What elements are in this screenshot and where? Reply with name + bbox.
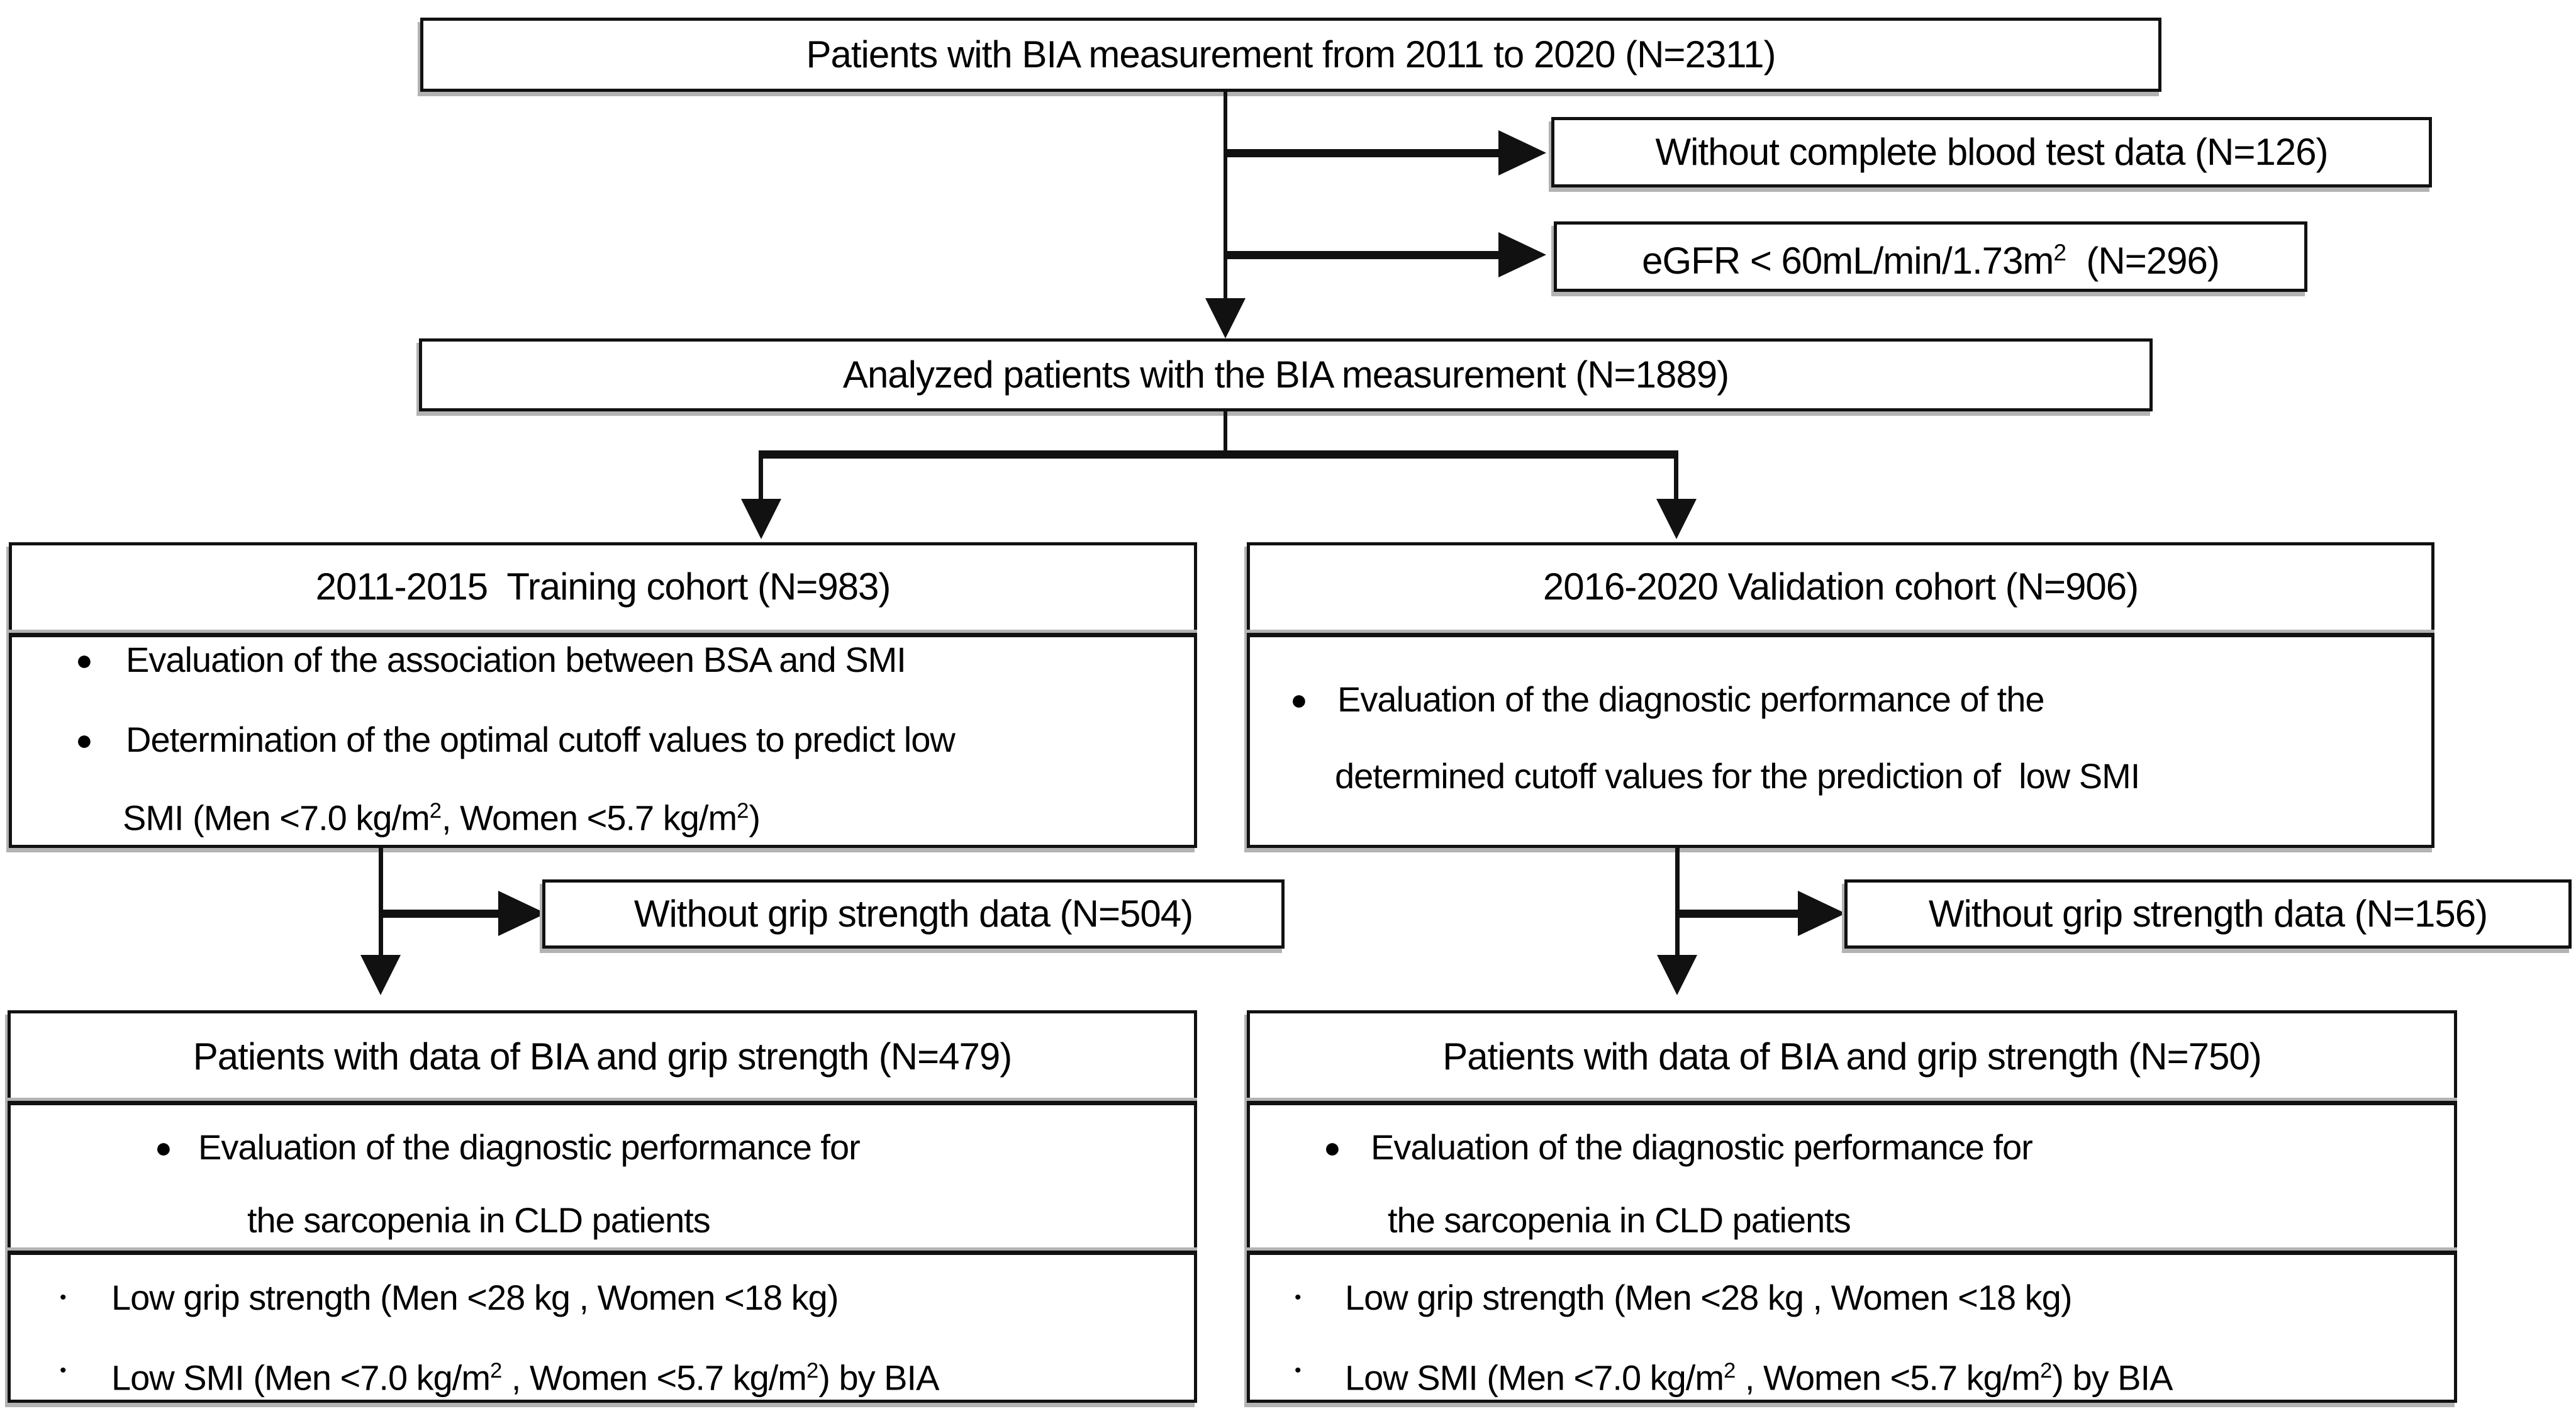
training-smi-superscript-1: 2 bbox=[429, 799, 442, 823]
arrowhead-excl-grip-validation bbox=[1798, 891, 1846, 936]
arrowhead-into-final-validation bbox=[1657, 955, 1697, 995]
excl-grip-training-label: Without grip strength data (N=504) bbox=[633, 893, 1193, 935]
arrowhead-excl-grip-training bbox=[498, 891, 546, 936]
connector-validation-exit-line bbox=[1675, 848, 1680, 959]
final-training-item-2: Low SMI (Men <7.0 kg/m2 , Women <5.7 kg/… bbox=[111, 1351, 939, 1398]
final-training-divider-2 bbox=[8, 1251, 1197, 1255]
arrowhead-into-validation bbox=[1656, 499, 1697, 539]
connector-excl-grip-validation-line bbox=[1675, 910, 1798, 918]
validation-divider bbox=[1247, 633, 2434, 637]
box-initial-patients: Patients with BIA measurement from 2011 … bbox=[420, 18, 2161, 92]
excl-egfr-superscript: 2 bbox=[2053, 239, 2067, 265]
box-excl-grip-validation: Without grip strength data (N=156) bbox=[1844, 879, 2572, 949]
bullet-icon: ● bbox=[75, 723, 93, 756]
connector-initial-to-analyzed-line bbox=[1224, 92, 1227, 303]
box-validation-cohort: 2016-2020 Validation cohort (N=906) ● Ev… bbox=[1247, 542, 2434, 848]
box-final-training: Patients with data of BIA and grip stren… bbox=[8, 1010, 1197, 1403]
training-cohort-title: 2011-2015 Training cohort (N=983) bbox=[315, 566, 891, 608]
final-validation-bullet-line-2: the sarcopenia in CLD patients bbox=[1388, 1200, 1851, 1240]
final-validation-smi-text-1: Low SMI (Men <7.0 kg/m bbox=[1345, 1357, 1724, 1398]
training-bullet-2-line-1: Determination of the optimal cutoff valu… bbox=[126, 720, 956, 759]
final-training-title: Patients with data of BIA and grip stren… bbox=[192, 1035, 1012, 1078]
training-smi-superscript-2: 2 bbox=[737, 799, 749, 823]
box-analyzed-patients: Analyzed patients with the BIA measureme… bbox=[419, 338, 2153, 411]
box-final-validation: Patients with data of BIA and grip stren… bbox=[1247, 1010, 2457, 1403]
connector-excl-grip-training-line bbox=[379, 910, 498, 918]
final-validation-smi-superscript-2: 2 bbox=[2039, 1359, 2053, 1383]
connector-excl-egfr-line bbox=[1225, 251, 1498, 259]
final-training-bullet-line-2: the sarcopenia in CLD patients bbox=[247, 1200, 711, 1240]
arrowhead-into-training bbox=[741, 499, 781, 539]
connector-validation-drop-line bbox=[1674, 459, 1678, 503]
training-divider bbox=[9, 633, 1197, 637]
dot-icon: • bbox=[1295, 1360, 1302, 1381]
validation-bullet-1-line-1: Evaluation of the diagnostic performance… bbox=[1337, 679, 2045, 719]
final-training-smi-superscript-1: 2 bbox=[490, 1359, 503, 1383]
final-validation-item-1: Low grip strength (Men <28 kg , Women <1… bbox=[1345, 1278, 2072, 1317]
training-smi-text-1: SMI (Men <7.0 kg/m bbox=[123, 798, 430, 838]
final-validation-item-2: Low SMI (Men <7.0 kg/m2 , Women <5.7 kg/… bbox=[1345, 1351, 2173, 1398]
box-excl-egfr: eGFR < 60mL/min/1.73m2 (N=296) bbox=[1554, 221, 2307, 292]
final-validation-divider-1 bbox=[1247, 1101, 2457, 1105]
final-training-smi-superscript-2: 2 bbox=[806, 1359, 819, 1383]
final-validation-smi-superscript-1: 2 bbox=[1724, 1359, 1736, 1383]
validation-cohort-title: 2016-2020 Validation cohort (N=906) bbox=[1542, 566, 2139, 608]
final-training-smi-text-2: , Women <5.7 kg/m bbox=[502, 1357, 807, 1398]
final-training-smi-text-3: ) by BIA bbox=[818, 1357, 939, 1398]
final-training-divider-1 bbox=[8, 1101, 1197, 1105]
connector-analyzed-stub bbox=[1224, 411, 1227, 453]
validation-bullet-1-line-2: determined cutoff values for the predict… bbox=[1335, 756, 2140, 796]
box-excl-blood: Without complete blood test data (N=126) bbox=[1551, 117, 2432, 187]
excl-egfr-text-2: (N=296) bbox=[2066, 240, 2219, 282]
dot-icon: • bbox=[60, 1360, 67, 1381]
excl-blood-label: Without complete blood test data (N=126) bbox=[1655, 131, 2329, 173]
analyzed-patients-label: Analyzed patients with the BIA measureme… bbox=[842, 354, 1729, 396]
arrowhead-initial-to-analyzed bbox=[1205, 298, 1246, 338]
training-smi-text-2: , Women <5.7 kg/m bbox=[442, 798, 737, 838]
final-validation-title: Patients with data of BIA and grip stren… bbox=[1442, 1035, 2261, 1078]
arrowhead-excl-egfr bbox=[1498, 232, 1546, 277]
final-validation-bullet-line-1: Evaluation of the diagnostic performance… bbox=[1371, 1127, 2033, 1167]
connector-training-drop-line bbox=[759, 459, 763, 503]
training-bullet-2-line-2: SMI (Men <7.0 kg/m2, Women <5.7 kg/m2) bbox=[123, 791, 761, 838]
initial-patients-label: Patients with BIA measurement from 2011 … bbox=[806, 33, 1776, 75]
dot-icon: • bbox=[1295, 1287, 1302, 1308]
arrowhead-into-final-training bbox=[360, 955, 401, 995]
bullet-icon: ● bbox=[75, 644, 93, 676]
excl-egfr-text-1: eGFR < 60mL/min/1.73m bbox=[1642, 240, 2054, 282]
bullet-icon: ● bbox=[155, 1131, 172, 1164]
final-training-bullet-line-1: Evaluation of the diagnostic performance… bbox=[198, 1127, 861, 1167]
bullet-icon: ● bbox=[1324, 1131, 1341, 1164]
excl-egfr-label: eGFR < 60mL/min/1.73m2 (N=296) bbox=[1642, 232, 2220, 282]
final-validation-smi-text-2: , Women <5.7 kg/m bbox=[1736, 1357, 2041, 1398]
arrowhead-excl-blood bbox=[1498, 130, 1546, 176]
excl-grip-validation-label: Without grip strength data (N=156) bbox=[1928, 893, 2488, 935]
final-training-item-1: Low grip strength (Men <28 kg , Women <1… bbox=[111, 1278, 839, 1317]
connector-excl-blood-line bbox=[1225, 149, 1498, 157]
final-validation-smi-text-3: ) by BIA bbox=[2052, 1357, 2173, 1398]
connector-training-exit-line bbox=[379, 848, 383, 959]
bullet-icon: ● bbox=[1290, 683, 1308, 716]
final-training-smi-text-1: Low SMI (Men <7.0 kg/m bbox=[111, 1357, 491, 1398]
training-bullet-1: Evaluation of the association between BS… bbox=[126, 640, 906, 679]
training-smi-text-3: ) bbox=[749, 798, 761, 838]
box-excl-grip-training: Without grip strength data (N=504) bbox=[542, 879, 1285, 949]
dot-icon: • bbox=[60, 1287, 67, 1308]
box-training-cohort: 2011-2015 Training cohort (N=983) ● Eval… bbox=[9, 542, 1197, 848]
final-validation-divider-2 bbox=[1247, 1251, 2457, 1255]
connector-cohort-split-bar bbox=[759, 450, 1678, 459]
